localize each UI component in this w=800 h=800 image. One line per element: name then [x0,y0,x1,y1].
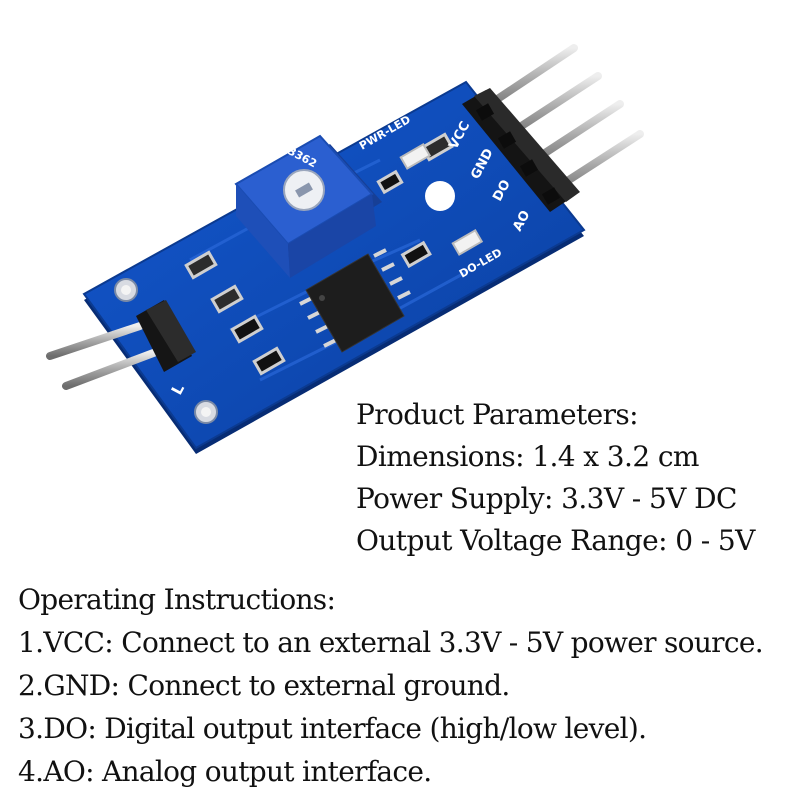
ic-chip [299,248,411,353]
parameters-heading: Product Parameters: [356,398,639,431]
dimensions-value: 1.4 x 3.2 cm [532,440,699,473]
pcb-board [82,80,586,454]
product-parameters: Product Parameters: Dimensions: 1.4 x 3.… [356,394,796,562]
instruction-gnd: 2.GND: Connect to external ground. [18,669,510,702]
dimensions-row: Dimensions: 1.4 x 3.2 cm [356,436,796,478]
smd-components [184,132,454,376]
pwr-led [399,142,432,170]
power-supply-label: Power Supply: [356,482,562,515]
probe-pin-1 [46,322,144,360]
instruction-ao: 4.AO: Analog output interface. [18,755,432,788]
operating-instructions: Operating Instructions: 1.VCC: Connect t… [18,578,793,793]
sensor-module-illustration: 3362 [46,44,644,454]
probe-pin-2 [62,348,160,390]
output-voltage-label: Output Voltage Range: [356,524,676,557]
instruction-do: 3.DO: Digital output interface (high/low… [18,712,647,745]
sensor-module-photo: 3362 [46,44,644,454]
right-header [462,88,580,212]
instruction-vcc: 1.VCC: Connect to an external 3.3V - 5V … [18,626,764,659]
potentiometer: 3362 [234,134,382,278]
mount-hole-center [425,181,455,211]
dimensions-label: Dimensions: [356,440,533,473]
left-header [46,300,196,390]
power-supply-row: Power Supply: 3.3V - 5V DC [356,478,796,520]
output-voltage-row: Output Voltage Range: 0 - 5V [356,520,796,562]
output-voltage-value: 0 - 5V [675,524,755,557]
power-supply-value: 3.3V - 5V DC [561,482,737,515]
instructions-heading: Operating Instructions: [18,583,336,616]
do-led [451,228,484,256]
